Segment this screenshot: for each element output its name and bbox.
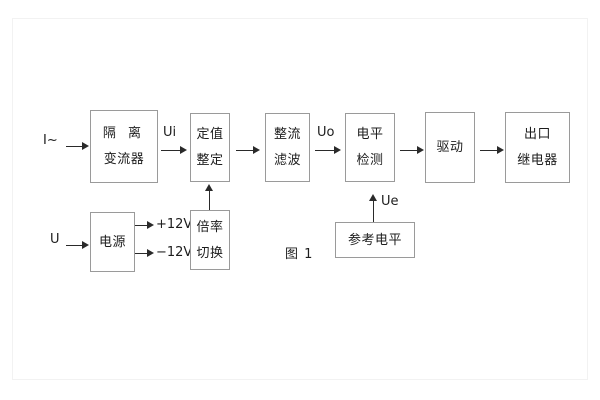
block-setting-value-line2: 整定: [196, 153, 224, 168]
block-reference-level[interactable]: 参考电平: [335, 222, 415, 258]
block-rectifier-filter-line2: 滤波: [273, 153, 301, 168]
rail-negative-line: [135, 253, 150, 254]
signal-ui-line: [161, 150, 182, 151]
driver-to-relay-arrow-icon: [497, 145, 504, 154]
block-isolation-transformer-line1: 隔 离: [102, 126, 146, 141]
block-rectifier-filter[interactable]: 整流 滤波: [265, 113, 310, 182]
driver-to-relay-line: [480, 150, 499, 151]
block-reference-level-line1: 参考电平: [347, 232, 402, 248]
rail-negative-label: −12V: [156, 245, 193, 260]
block-power-supply[interactable]: 电源: [90, 212, 135, 272]
setting-to-rectifier-line: [236, 150, 255, 151]
block-level-detection-line2: 检测: [356, 153, 384, 168]
signal-ui-label: Ui: [163, 125, 177, 140]
block-multiplier-switch-line1: 倍率: [196, 219, 224, 235]
signal-ue-line: [373, 200, 374, 222]
signal-ue-arrow-icon: [369, 194, 377, 201]
block-output-relay-line2: 继电器: [517, 153, 558, 168]
rail-negative-arrow-icon: [147, 248, 154, 257]
signal-uo-arrow-icon: [334, 145, 341, 154]
multiplier-to-setting-line: [209, 190, 210, 210]
block-level-detection[interactable]: 电平 检测: [345, 113, 395, 182]
figure-caption: 图 1: [285, 247, 314, 262]
block-rectifier-filter-line1: 整流: [273, 127, 301, 142]
block-driver-line1: 驱动: [436, 140, 464, 155]
block-isolation-transformer-line2: 变流器: [103, 152, 145, 167]
block-output-relay-line1: 出口: [523, 127, 551, 142]
setting-to-rectifier-arrow-icon: [253, 145, 260, 154]
level-to-driver-arrow-icon: [417, 145, 424, 154]
block-setting-value-line1: 定值: [196, 127, 224, 142]
current-input-arrow-icon: [82, 141, 89, 150]
voltage-input-line: [66, 245, 84, 246]
rail-positive-label: +12V: [156, 217, 193, 232]
block-isolation-transformer[interactable]: 隔 离 变流器: [90, 110, 158, 183]
voltage-input-label: U: [50, 232, 60, 247]
page-frame: [12, 18, 588, 380]
block-setting-value[interactable]: 定值 整定: [190, 113, 230, 182]
block-level-detection-line1: 电平: [356, 127, 384, 142]
block-driver[interactable]: 驱动: [425, 112, 475, 183]
rail-positive-line: [135, 225, 150, 226]
signal-ue-label: Ue: [381, 194, 399, 209]
level-to-driver-line: [400, 150, 419, 151]
block-power-supply-line1: 电源: [98, 234, 126, 250]
signal-uo-label: Uo: [317, 125, 335, 140]
current-input-label: I~: [43, 133, 58, 148]
block-multiplier-switch[interactable]: 倍率 切换: [190, 210, 230, 270]
block-multiplier-switch-line2: 切换: [196, 245, 224, 261]
multiplier-to-setting-arrow-icon: [205, 184, 213, 191]
signal-uo-line: [315, 150, 337, 151]
current-input-line: [66, 146, 84, 147]
voltage-input-arrow-icon: [82, 240, 89, 249]
rail-positive-arrow-icon: [147, 220, 154, 229]
signal-ui-arrow-icon: [180, 145, 187, 154]
block-output-relay[interactable]: 出口 继电器: [505, 112, 570, 183]
